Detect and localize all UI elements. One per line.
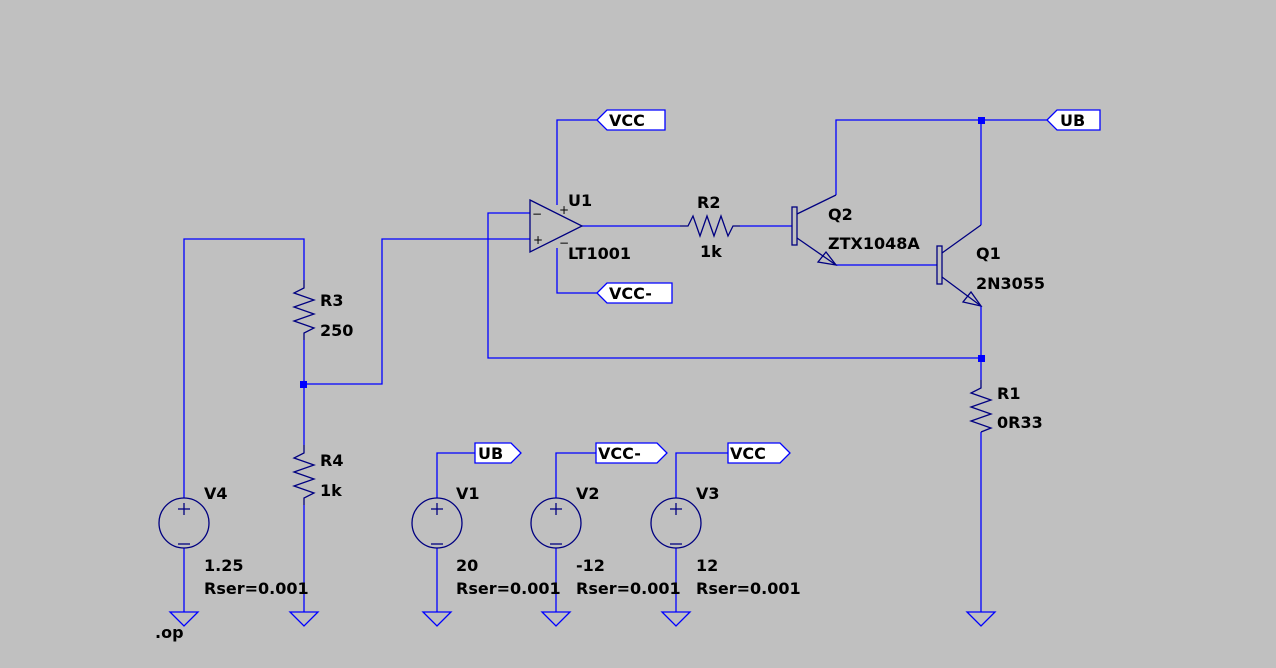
wires xyxy=(183,119,1047,612)
wire-opamp-vccneg[interactable] xyxy=(556,248,597,294)
u1-ref: U1 xyxy=(568,191,592,210)
v3-value: 12 xyxy=(696,556,718,575)
junctions xyxy=(300,117,985,388)
net-flag-ub-top[interactable]: UB xyxy=(1046,109,1101,131)
r1-ref: R1 xyxy=(997,384,1020,403)
r3-value: 250 xyxy=(320,321,353,340)
net-flag-vcc-opamp[interactable]: VCC xyxy=(596,109,666,131)
v4-rser: Rser=0.001 xyxy=(204,579,309,598)
junction-dot xyxy=(300,381,307,388)
resistor-r4[interactable]: R4 1k xyxy=(292,445,343,505)
spice-directive-op[interactable]: .op xyxy=(155,623,184,642)
opamp-plus-sign: + xyxy=(533,233,543,247)
net-label-vcc-neg: VCC- xyxy=(609,284,652,303)
opamp-minus-sign: − xyxy=(532,207,542,221)
wire-opamp-vcc[interactable] xyxy=(556,119,597,205)
wire-feedback[interactable] xyxy=(487,212,981,359)
q2-value: ZTX1048A xyxy=(828,234,920,253)
wire-v2-vccneg[interactable] xyxy=(555,452,596,498)
voltage-source-v1[interactable]: V1 20 Rser=0.001 xyxy=(411,484,561,598)
transistor-q1[interactable]: Q1 2N3055 xyxy=(936,224,1045,308)
v1-ref: V1 xyxy=(456,484,480,503)
v3-rser: Rser=0.001 xyxy=(696,579,801,598)
net-label-vcc: VCC xyxy=(730,444,766,463)
ground-symbol xyxy=(288,611,320,627)
v4-ref: V4 xyxy=(204,484,228,503)
ground-symbol xyxy=(965,611,997,627)
net-label-vcc: VCC xyxy=(609,111,645,130)
net-flag-vccneg-opamp[interactable]: VCC- xyxy=(596,282,673,304)
q1-value: 2N3055 xyxy=(976,274,1045,293)
grounds xyxy=(168,611,997,627)
r4-ref: R4 xyxy=(320,451,343,470)
q2-ref: Q2 xyxy=(828,205,853,224)
voltage-source-v3[interactable]: V3 12 Rser=0.001 xyxy=(650,484,801,598)
v2-value: -12 xyxy=(576,556,605,575)
net-flag-vccneg-v2[interactable]: VCC- xyxy=(595,442,668,464)
wire-v1-ub[interactable] xyxy=(436,452,475,498)
v2-ref: V2 xyxy=(576,484,600,503)
v2-rser: Rser=0.001 xyxy=(576,579,681,598)
ground-symbol xyxy=(168,611,200,627)
v1-rser: Rser=0.001 xyxy=(456,579,561,598)
q1-ref: Q1 xyxy=(976,244,1001,263)
net-label-vcc-neg: VCC- xyxy=(598,444,641,463)
resistor-r3[interactable]: R3 250 xyxy=(292,280,353,340)
v1-value: 20 xyxy=(456,556,478,575)
ground-symbol xyxy=(540,611,572,627)
opamp-u1[interactable]: − + + − U1 LT1001 xyxy=(529,191,631,263)
wire-divider-to-plus[interactable] xyxy=(304,238,530,385)
wire-q2-collector[interactable] xyxy=(835,119,1047,195)
junction-dot xyxy=(978,117,985,124)
transistor-q2[interactable]: Q2 ZTX1048A xyxy=(791,194,920,266)
resistor-r2[interactable]: R2 1k xyxy=(680,193,740,261)
v3-ref: V3 xyxy=(696,484,720,503)
ground-symbol xyxy=(421,611,453,627)
r2-value: 1k xyxy=(700,242,722,261)
net-label-ub: UB xyxy=(1060,111,1085,130)
ground-symbol xyxy=(660,611,692,627)
opamp-vcc-minus-sign: − xyxy=(559,236,569,250)
u1-value: LT1001 xyxy=(568,244,631,263)
voltage-source-v4[interactable]: V4 1.25 Rser=0.001 xyxy=(158,484,309,598)
opamp-vcc-plus-sign: + xyxy=(559,203,569,217)
r1-value: 0R33 xyxy=(997,413,1043,432)
resistor-r1[interactable]: R1 0R33 xyxy=(969,380,1043,433)
v4-value: 1.25 xyxy=(204,556,243,575)
r2-ref: R2 xyxy=(697,193,720,212)
net-flag-vcc-v3[interactable]: VCC xyxy=(727,442,791,464)
net-label-ub: UB xyxy=(478,444,503,463)
wire-v4-r3[interactable] xyxy=(183,238,305,498)
voltage-source-v2[interactable]: V2 -12 Rser=0.001 xyxy=(530,484,681,598)
r4-value: 1k xyxy=(320,481,342,500)
net-flag-ub-v1[interactable]: UB xyxy=(474,442,522,464)
junction-dot xyxy=(978,355,985,362)
r3-ref: R3 xyxy=(320,291,343,310)
wire-v3-vcc[interactable] xyxy=(675,452,728,498)
